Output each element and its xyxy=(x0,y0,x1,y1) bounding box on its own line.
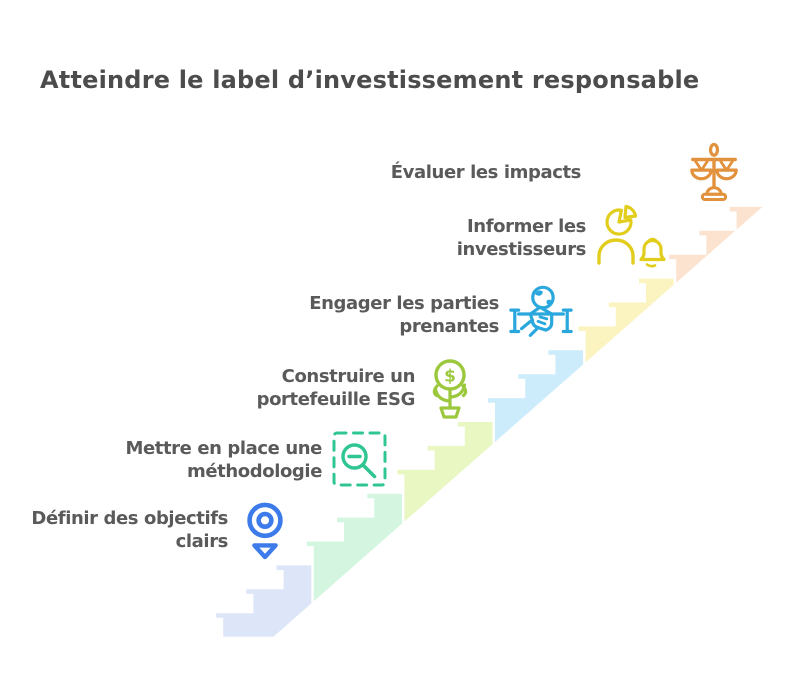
step-item-3: Construire un portefeuille ESG $ xyxy=(175,355,477,421)
staircase-band-3 xyxy=(395,419,495,527)
target-pin-icon xyxy=(238,496,292,564)
person-pie-bell-icon xyxy=(593,204,671,272)
step-item-5: Informer les investisseurs xyxy=(346,204,671,272)
step-label: Engager les parties prenantes xyxy=(309,292,499,337)
handshake-globe-icon xyxy=(507,284,575,346)
step-label: Informer les investisseurs xyxy=(456,215,587,260)
staircase-band-6 xyxy=(666,204,769,288)
svg-text:$: $ xyxy=(444,367,456,387)
staircase-band-4 xyxy=(485,347,586,448)
step-item-2: Mettre en place une méthodologie xyxy=(82,428,391,492)
page-title: Atteindre le label d’investissement resp… xyxy=(40,66,700,95)
staircase-band-2 xyxy=(304,491,405,607)
step-label: Construire un portefeuille ESG xyxy=(256,365,416,410)
step-item-1: Définir des objectifs clairs xyxy=(0,496,292,564)
money-plant-icon: $ xyxy=(423,355,477,421)
step-label: Évaluer les impacts xyxy=(390,162,582,184)
step-label: Définir des objectifs clairs xyxy=(31,507,228,552)
magnifier-dashed-box-icon xyxy=(331,428,391,492)
staircase-band-5 xyxy=(576,276,677,368)
step-item-6: Évaluer les impacts xyxy=(341,142,741,204)
step-label: Mettre en place une méthodologie xyxy=(125,437,322,482)
scales-icon xyxy=(687,142,741,204)
step-item-4: Engager les parties prenantes xyxy=(259,284,575,346)
staircase-band-1 xyxy=(213,563,314,640)
